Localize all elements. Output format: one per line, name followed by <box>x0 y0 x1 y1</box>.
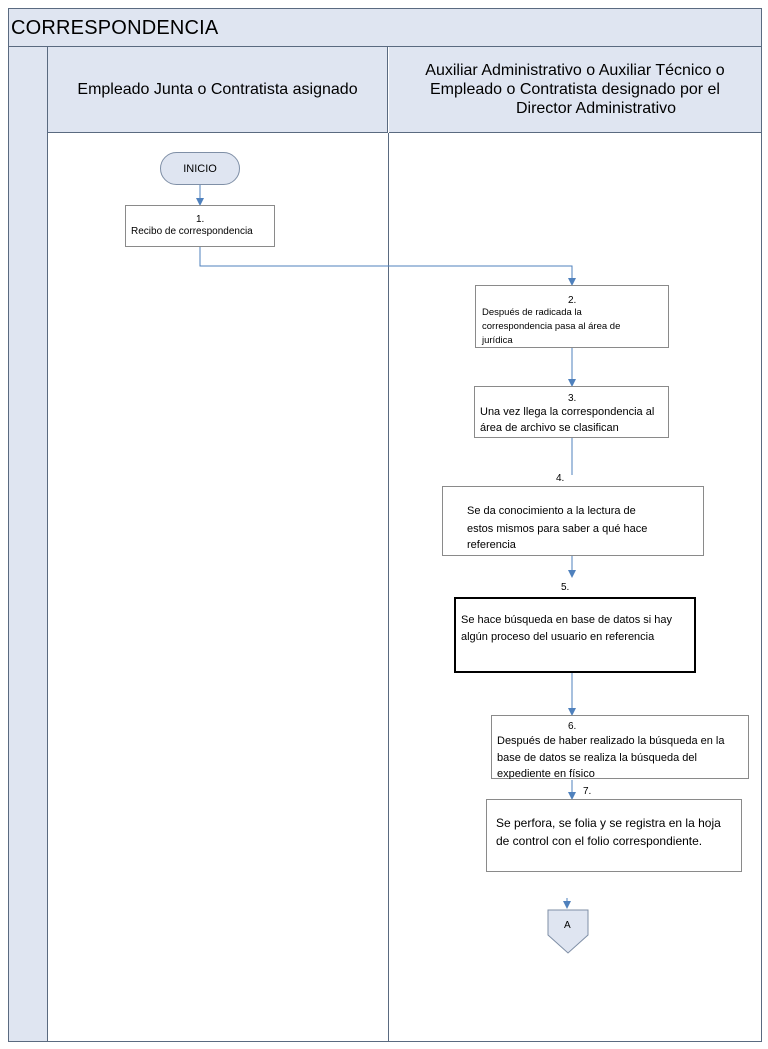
step-5-line1: Se hace búsqueda en base de datos si hay <box>461 614 672 626</box>
lane-left-label: Empleado Junta o Contratista asignado <box>77 81 358 98</box>
step-3-box: 3. Una vez llega la correspondencia al á… <box>474 386 669 438</box>
step-6-line2: base de datos se realiza la búsqueda del <box>497 752 697 764</box>
step-7-number: 7. <box>583 786 592 797</box>
side-strip <box>9 47 48 1041</box>
step-2-line1: Después de radicada la <box>482 307 582 318</box>
step-4-line1: Se da conocimiento a la lectura de <box>467 505 636 517</box>
lane-right-label-line1: Auxiliar Administrativo o Auxiliar Técni… <box>425 62 725 79</box>
step-4-box: Se da conocimiento a la lectura de estos… <box>442 486 704 556</box>
diagram-title: CORRESPONDENCIA <box>11 17 219 39</box>
step-1-number: 1. <box>196 214 205 225</box>
step-4-number: 4. <box>556 473 565 484</box>
step-4-line2: estos mismos para saber a qué hace <box>467 523 648 535</box>
lane-right-label-line3: Director Administrativo <box>515 100 677 117</box>
step-5-box: Se hace búsqueda en base de datos si hay… <box>454 597 696 673</box>
step-3-number: 3. <box>568 393 577 404</box>
start-label: INICIO <box>183 162 217 175</box>
lane-header-left: Empleado Junta o Contratista asignado <box>48 47 388 133</box>
swimlane-frame: CORRESPONDENCIA Empleado Junta o Contrat… <box>8 8 762 1042</box>
step-7-line2: de control con el folio correspondiente. <box>496 834 703 848</box>
lane-right-label-line2: Empleado o Contratista designado por el <box>430 81 720 98</box>
offpage-connector-label: A <box>564 920 571 931</box>
step-2-line3: jurídica <box>482 335 513 346</box>
step-6-box: 6. Después de haber realizado la búsqued… <box>491 715 749 779</box>
offpage-connector-shape <box>547 909 589 954</box>
step-1-box: 1. Recibo de correspondencia <box>125 205 275 247</box>
step-4-line3: referencia <box>467 539 516 551</box>
lane-divider <box>388 133 389 1041</box>
step-2-box: 2. Después de radicada la correspondenci… <box>475 285 669 348</box>
step-6-line1: Después de haber realizado la búsqueda e… <box>497 735 725 747</box>
step-6-number: 6. <box>568 721 577 732</box>
step-3-line2: área de archivo se clasifican <box>480 422 619 434</box>
lane-header-right: Auxiliar Administrativo o Auxiliar Técni… <box>389 47 761 133</box>
step-7-box: Se perfora, se folia y se registra en la… <box>486 799 742 872</box>
step-1-text: Recibo de correspondencia <box>131 226 253 237</box>
step-7-line1: Se perfora, se folia y se registra en la… <box>496 816 721 830</box>
step-2-number: 2. <box>568 295 577 306</box>
step-5-line2: algún proceso del usuario en referencia <box>461 631 655 643</box>
step-3-line1: Una vez llega la correspondencia al <box>480 406 655 418</box>
arrow-1-to-2 <box>199 247 576 286</box>
title-bar: CORRESPONDENCIA <box>9 9 761 47</box>
step-5-number: 5. <box>561 582 570 593</box>
step-6-line3: expediente en físico <box>497 768 595 779</box>
step-2-line2: correspondencia pasa al área de <box>482 321 621 332</box>
start-terminator: INICIO <box>160 152 240 185</box>
